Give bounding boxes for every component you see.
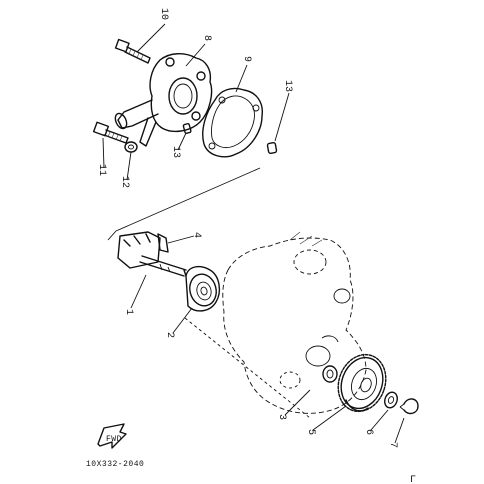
dowel-pin-13a	[182, 122, 192, 134]
callout-13-left: 13	[170, 146, 181, 158]
callout-9: 9	[241, 56, 252, 62]
fwd-arrow-icon: FWD	[97, 423, 127, 449]
pump-cover-8	[114, 53, 213, 147]
impeller-shaft-1	[117, 231, 187, 277]
bearing-2	[185, 265, 221, 312]
callout-11: 11	[96, 164, 107, 176]
pin-4	[157, 233, 169, 253]
assembly-guide-lines	[107, 167, 311, 419]
washer-6	[384, 391, 398, 409]
crankcase-outline	[222, 231, 367, 414]
gear-5	[337, 353, 387, 413]
bolt-10	[114, 38, 151, 64]
leader-lines	[102, 23, 405, 444]
callout-13-right: 13	[282, 80, 293, 92]
circlip-7	[399, 398, 419, 415]
callout-3: 3	[276, 414, 287, 420]
washer-3	[322, 365, 338, 383]
fwd-label: FWD	[106, 435, 122, 444]
callout-10: 10	[158, 8, 169, 20]
callout-1: 1	[123, 309, 134, 315]
bolt-11	[92, 121, 129, 144]
callout-2: 2	[164, 332, 175, 338]
drawing-code: 10X332-2040	[86, 460, 144, 469]
callout-7: 7	[387, 442, 398, 448]
callout-8: 8	[201, 35, 212, 41]
washer-12	[124, 141, 138, 153]
dowel-pin-13b	[266, 141, 278, 155]
callout-labels: 10 8 9 13 11 12 13 4 1 2 3 5 6 7	[96, 8, 398, 448]
callout-12: 12	[119, 176, 130, 188]
callout-4: 4	[191, 232, 202, 238]
callout-6: 6	[363, 429, 374, 435]
gasket-9	[202, 87, 263, 158]
callout-5: 5	[305, 429, 316, 435]
corner-mark: Γ	[410, 475, 416, 484]
